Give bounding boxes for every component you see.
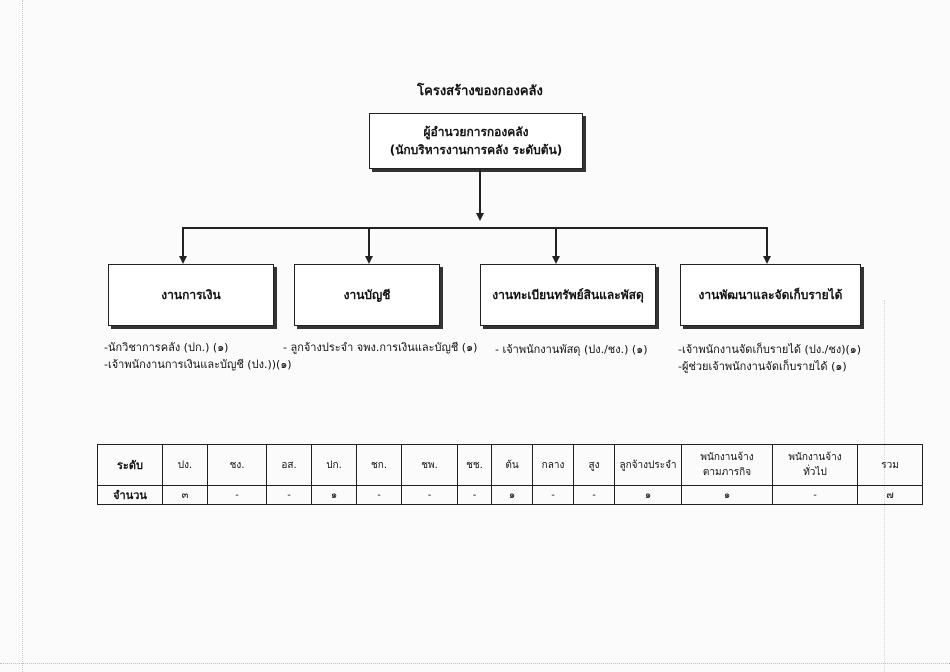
- page-edge: [0, 663, 950, 664]
- staff-item: - เจ้าพนักงานพัสดุ (ปง./ชง.) (๑): [495, 343, 648, 356]
- table-cell: -: [401, 485, 458, 505]
- table-cell: ๑: [491, 485, 533, 505]
- table-cell: -: [457, 485, 492, 505]
- table-header-cell: ชง.: [207, 444, 267, 486]
- table-header-cell: กลาง: [532, 444, 574, 486]
- table-header-cell: ชช.: [457, 444, 492, 486]
- division-box-assets: งานทะเบียนทรัพย์สินและพัสดุ: [480, 264, 656, 326]
- table-header-cell: ปก.: [311, 444, 357, 486]
- table-count-row: จำนวน ๓ - - ๑ - - - ๑ - - ๑ ๑ - ๗: [97, 485, 923, 505]
- arrow-head: [179, 256, 187, 264]
- division-box-revenue: งานพัฒนาและจัดเก็บรายได้: [680, 264, 861, 326]
- connector-line: [555, 227, 557, 256]
- staff-list-accounting: - ลูกจ้างประจำ จพง.การเงินและบัญชี (๑): [283, 339, 477, 356]
- division-box-finance: งานการเงิน: [108, 264, 274, 326]
- staff-list-assets: - เจ้าพนักงานพัสดุ (ปง./ชง.) (๑): [495, 341, 648, 358]
- staff-item: -เจ้าพนักงานการเงินและบัญชี (ปง.))(๑): [104, 358, 292, 371]
- arrow-head: [763, 256, 771, 264]
- connector-line: [182, 227, 767, 229]
- table-header-cell: ชก.: [356, 444, 402, 486]
- table-header-cell: สูง: [573, 444, 615, 486]
- chart-title: โครงสร้างของกองคลัง: [417, 84, 543, 99]
- arrow-head: [365, 256, 373, 264]
- staff-summary-table: ระดับ ปง. ชง. อส. ปก. ชก. ชพ. ชช. ต้น กล…: [97, 444, 923, 505]
- table-cell: -: [772, 485, 858, 505]
- staff-item: -เจ้าพนักงานจัดเก็บรายได้ (ปง./ชง)(๑): [678, 343, 862, 356]
- director-title: ผู้อำนวยการกองคลัง: [423, 125, 529, 139]
- director-position: (นักบริหารงานการคลัง ระดับต้น): [389, 143, 563, 157]
- connector-line: [368, 227, 370, 256]
- table-header-cell: พนักงานจ้างทั่วไป: [772, 444, 858, 486]
- division-name: งานการเงิน: [161, 287, 221, 302]
- table-header-cell: ปง.: [162, 444, 208, 486]
- connector-line: [766, 227, 768, 256]
- staff-list-finance: -นักวิชาการคลัง (ปก.) (๑) -เจ้าพนักงานกา…: [104, 339, 292, 373]
- arrow-head: [552, 256, 560, 264]
- arrow-head: [476, 213, 484, 221]
- table-cell: ๑: [681, 485, 773, 505]
- table-header-cell: ต้น: [491, 444, 533, 486]
- table-header-row: ระดับ ปง. ชง. อส. ปก. ชก. ชพ. ชช. ต้น กล…: [97, 444, 923, 486]
- staff-item: -นักวิชาการคลัง (ปก.) (๑): [104, 341, 229, 354]
- count-label: จำนวน: [97, 485, 163, 505]
- table-cell: -: [356, 485, 402, 505]
- table-cell: -: [573, 485, 615, 505]
- division-name: งานทะเบียนทรัพย์สินและพัสดุ: [492, 287, 644, 302]
- table-header-cell: รวม: [857, 444, 923, 486]
- table-cell: ๓: [162, 485, 208, 505]
- director-box: ผู้อำนวยการกองคลัง (นักบริหารงานการคลัง …: [369, 113, 583, 169]
- table-cell: ๑: [614, 485, 682, 505]
- margin-rule: [22, 0, 23, 672]
- connector-line: [479, 169, 481, 213]
- table-header-cell: ชพ.: [401, 444, 458, 486]
- table-header-cell: ลูกจ้างประจำ: [614, 444, 682, 486]
- staff-item: -ผู้ช่วยเจ้าพนักงานจัดเก็บรายได้ (๑): [678, 360, 847, 373]
- division-box-accounting: งานบัญชี: [294, 264, 440, 326]
- staff-item: - ลูกจ้างประจำ จพง.การเงินและบัญชี (๑): [283, 341, 478, 354]
- division-name: งานพัฒนาและจัดเก็บรายได้: [698, 287, 843, 302]
- table-cell: -: [207, 485, 267, 505]
- table-cell: -: [266, 485, 312, 505]
- row-header: ระดับ: [97, 444, 163, 486]
- connector-line: [182, 227, 184, 256]
- table-cell: ๑: [311, 485, 357, 505]
- table-header-cell: อส.: [266, 444, 312, 486]
- table-cell: -: [532, 485, 574, 505]
- staff-list-revenue: -เจ้าพนักงานจัดเก็บรายได้ (ปง./ชง)(๑) -ผ…: [678, 341, 861, 375]
- table-cell: ๗: [857, 485, 923, 505]
- table-header-cell: พนักงานจ้างตามภารกิจ: [681, 444, 773, 486]
- division-name: งานบัญชี: [343, 287, 391, 302]
